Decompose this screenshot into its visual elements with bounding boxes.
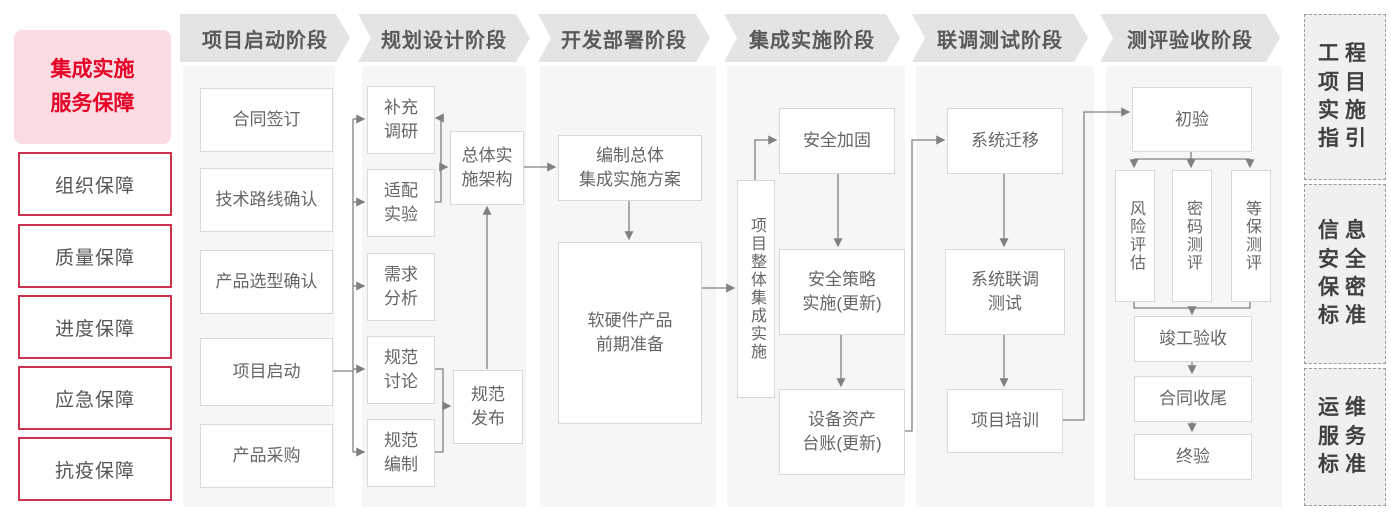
node-spec-release: 规范 发布 <box>453 370 523 444</box>
phase-banner-joint-debug-test: 联调测试阶段 <box>912 14 1088 62</box>
phase-banner-evaluation-acceptance: 测评验收阶段 <box>1100 14 1280 62</box>
node-completion-acceptance: 竣工验收 <box>1134 316 1252 362</box>
node-supplementary-research: 补充 调研 <box>367 86 435 154</box>
node-overall-integration-implementation: 项目整体集成实施 <box>737 180 775 398</box>
standard-infosec-confidentiality: 信息 安全 保密 标准 <box>1304 184 1386 364</box>
node-tech-route-confirm: 技术路线确认 <box>200 168 333 232</box>
node-adaptation-test: 适配 实验 <box>367 169 435 237</box>
node-mlps-evaluation: 等保测评 <box>1231 170 1271 302</box>
sidebar-item-epidemic-guarantee: 抗疫保障 <box>18 437 172 501</box>
sidebar-item-emergency-guarantee: 应急保障 <box>18 366 172 430</box>
node-security-hardening: 安全加固 <box>779 108 895 174</box>
node-final-acceptance: 终验 <box>1134 434 1252 480</box>
node-crypto-evaluation: 密码测评 <box>1172 170 1212 302</box>
phase-banner-dev-deployment: 开发部署阶段 <box>538 14 710 62</box>
phase-banner-planning-design: 规划设计阶段 <box>358 14 530 62</box>
standard-om-service: 运维 服务 标准 <box>1304 368 1386 506</box>
node-security-policy-implementation: 安全策略 实施(更新) <box>779 249 905 335</box>
phase-banner-project-kickoff: 项目启动阶段 <box>180 14 350 62</box>
node-asset-ledger-update: 设备资产 台账(更新) <box>779 389 905 475</box>
node-product-selection-confirm: 产品选型确认 <box>200 250 333 314</box>
node-hw-sw-preparation: 软硬件产品 前期准备 <box>558 242 702 424</box>
standard-project-implementation-guide: 工程 项目 实施 指引 <box>1304 14 1386 180</box>
phase-banner-integration-implementation: 集成实施阶段 <box>724 14 900 62</box>
node-contract-signing: 合同签订 <box>200 88 333 152</box>
node-project-kickoff: 项目启动 <box>200 338 333 406</box>
node-contract-closure: 合同收尾 <box>1134 376 1252 422</box>
node-risk-assessment: 风险评估 <box>1115 170 1155 302</box>
node-spec-drafting: 规范 编制 <box>367 419 435 487</box>
sidebar-item-organization-guarantee: 组织保障 <box>18 152 172 216</box>
sidebar-title: 集成实施 服务保障 <box>14 30 171 144</box>
node-overall-integration-plan: 编制总体 集成实施方案 <box>558 135 702 201</box>
node-project-training: 项目培训 <box>947 389 1063 453</box>
node-overall-implementation-architecture: 总体实 施架构 <box>450 131 524 205</box>
node-product-procurement: 产品采购 <box>200 424 333 488</box>
node-system-joint-debug-test: 系统联调 测试 <box>945 249 1065 335</box>
node-requirement-analysis: 需求 分析 <box>367 253 435 321</box>
node-system-migration: 系统迁移 <box>947 108 1063 174</box>
node-preliminary-acceptance: 初验 <box>1132 87 1252 152</box>
node-spec-discussion: 规范 讨论 <box>367 336 435 404</box>
sidebar-item-quality-guarantee: 质量保障 <box>18 224 172 288</box>
sidebar-item-schedule-guarantee: 进度保障 <box>18 295 172 359</box>
